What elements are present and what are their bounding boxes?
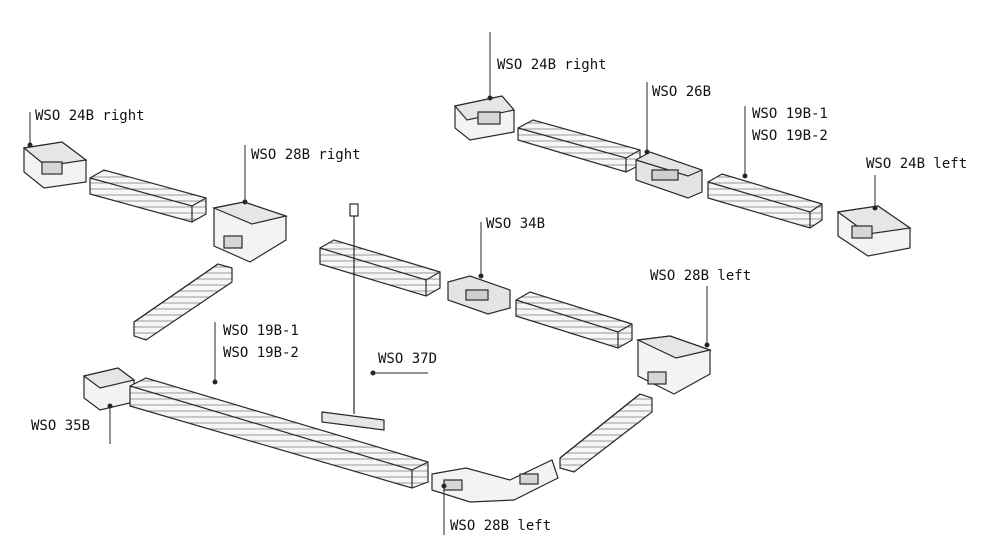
- label-wso-35b: WSO 35B: [31, 418, 91, 434]
- track-segment-center-1: [319, 239, 441, 297]
- track-segment-left-2: [133, 263, 233, 341]
- corner-28b-right: [211, 201, 289, 263]
- label-wso-19b-2-top: WSO 19B-2: [752, 128, 828, 144]
- end-feed-right-top: [453, 95, 516, 141]
- label-wso-24b-right-left: WSO 24B right: [35, 108, 145, 124]
- label-wso-28b-left-mid: WSO 28B left: [650, 268, 752, 284]
- track-segment-long: [129, 377, 429, 489]
- end-feed-left: [836, 205, 912, 257]
- label-wso-19b-1-bottom: WSO 19B-1: [223, 323, 299, 339]
- track-segment-right-diag: [559, 393, 653, 473]
- label-wso-19b-2-bottom: WSO 19B-2: [223, 345, 299, 361]
- label-wso-28b-left-bottom: WSO 28B left: [450, 518, 552, 534]
- connector-26b: [635, 151, 703, 199]
- corner-28b-left-bot: [431, 459, 559, 503]
- track-segment-top-2: [707, 173, 823, 229]
- track-segment-center-2: [515, 291, 633, 349]
- label-wso-19b-1-top: WSO 19B-1: [752, 106, 828, 122]
- track-segment-left-1: [89, 169, 207, 223]
- suspension-37d: [321, 203, 385, 431]
- connector-34b: [447, 275, 511, 315]
- track-segment-top-1: [517, 119, 641, 173]
- label-wso-24b-left: WSO 24B left: [866, 156, 968, 172]
- end-feed-right-left: [22, 141, 88, 189]
- label-wso-24b-right-top: WSO 24B right: [497, 57, 607, 73]
- label-wso-34b: WSO 34B: [486, 216, 546, 232]
- label-wso-26b: WSO 26B: [652, 84, 712, 100]
- label-wso-28b-right: WSO 28B right: [251, 147, 361, 163]
- label-wso-37d: WSO 37D: [378, 351, 438, 367]
- corner-28b-left-mid: [635, 335, 713, 395]
- end-cap-35b: [82, 367, 136, 411]
